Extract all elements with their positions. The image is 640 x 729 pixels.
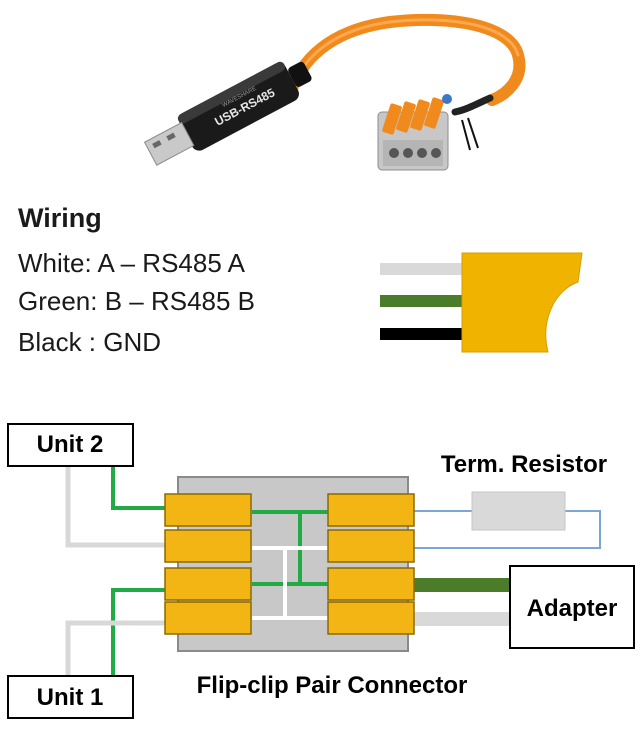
unit1-label: Unit 1 [37,684,104,711]
unit1-grey-wire [65,620,168,676]
yellow-connector-body [461,252,583,353]
adapter-grey-wire [414,612,510,626]
unit1-green-wire [111,588,168,676]
terminal-block [377,94,452,171]
wiring-legend: Wiring White: A – RS485 A Green: B – RS4… [18,203,255,357]
wiring-line-black: Black : GND [18,327,161,357]
clip-left-2 [164,529,252,563]
clip-left-1 [164,493,252,527]
clip-left-4 [164,601,252,635]
clip-left-3 [164,567,252,601]
wiring-title: Wiring [18,203,102,233]
right-clip-column [327,493,415,635]
usb-rs485-cable-image: USB-RS485 WAVESHARE [143,13,526,171]
resistor-wire-bottom [414,510,601,549]
usb-dongle: USB-RS485 WAVESHARE [143,61,312,166]
white-wire [380,263,470,275]
wiring-line-white: White: A – RS485 A [18,248,246,278]
clip-right-4 [327,601,415,635]
left-clip-column [164,493,252,635]
unit2-box [7,423,134,467]
green-wire [380,295,470,307]
adapter-green-wire [414,578,510,592]
clip-right-2 [327,529,415,563]
clip-right-1 [327,493,415,527]
orange-levers [382,97,444,135]
black-wire [380,328,470,340]
orange-cable [284,13,526,106]
unit2-label: Unit 2 [37,431,104,458]
adapter-label: Adapter [527,595,618,622]
wiring-line-green: Green: B – RS485 B [18,286,255,316]
terminator-resistor-box [471,491,566,531]
adapter-box [509,565,635,649]
connection-diagram: Term. Resistor Unit 2 Unit 1 Adapter Fli… [7,423,635,719]
clip-right-3 [327,567,415,601]
unit2-green-wire [111,466,168,510]
diagram-caption: Flip-clip Pair Connector [197,672,468,699]
resistor-label: Term. Resistor [441,451,607,478]
wire-color-illustration [380,252,583,353]
unit1-box [7,675,134,719]
unit2-grey-wire [65,466,168,548]
